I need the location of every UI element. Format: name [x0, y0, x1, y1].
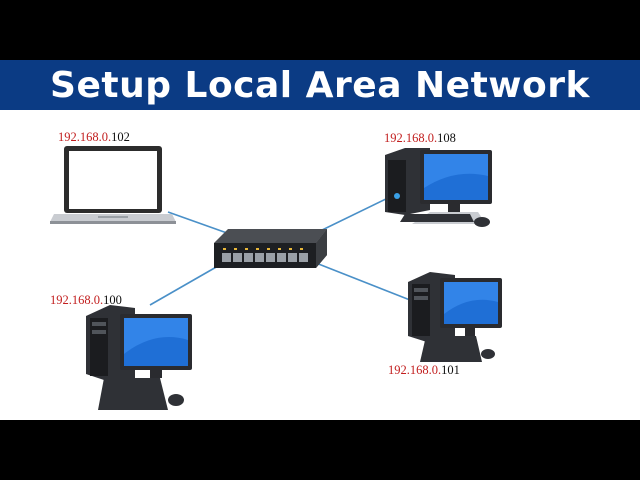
- network-switch-icon: [214, 229, 327, 268]
- desktop-computer-icon: [86, 305, 192, 410]
- ip-label-desktop-bottom-right: 192.168.0.101: [388, 363, 460, 378]
- desktop-computer-icon: [408, 272, 502, 362]
- desktop-computer-icon: [385, 148, 492, 227]
- ip-host-number: 108: [437, 131, 456, 145]
- ip-host-number: 102: [111, 130, 130, 144]
- ip-network-prefix: 192.168.0.: [384, 131, 438, 145]
- ip-network-prefix: 192.168.0.: [58, 130, 112, 144]
- ip-host-number: 101: [441, 363, 460, 377]
- ip-network-prefix: 192.168.0.: [388, 363, 442, 377]
- cable-switch-desktop-bottom-right: [315, 262, 411, 301]
- letterbox-top: [0, 0, 640, 60]
- ip-network-prefix: 192.168.0.: [50, 293, 104, 307]
- ip-label-desktop-bottom-left: 192.168.0.100: [50, 293, 122, 308]
- cable-switch-desktop-top-right: [317, 195, 393, 233]
- page-title: Setup Local Area Network: [50, 64, 590, 106]
- laptop-icon: [50, 146, 176, 224]
- ip-label-desktop-top-right: 192.168.0.108: [384, 131, 456, 146]
- letterbox-bottom: [0, 420, 640, 480]
- title-banner: Setup Local Area Network: [0, 60, 640, 110]
- ip-label-laptop: 192.168.0.102: [58, 130, 130, 145]
- cable-switch-desktop-bottom-left: [149, 261, 226, 306]
- ip-host-number: 100: [103, 293, 122, 307]
